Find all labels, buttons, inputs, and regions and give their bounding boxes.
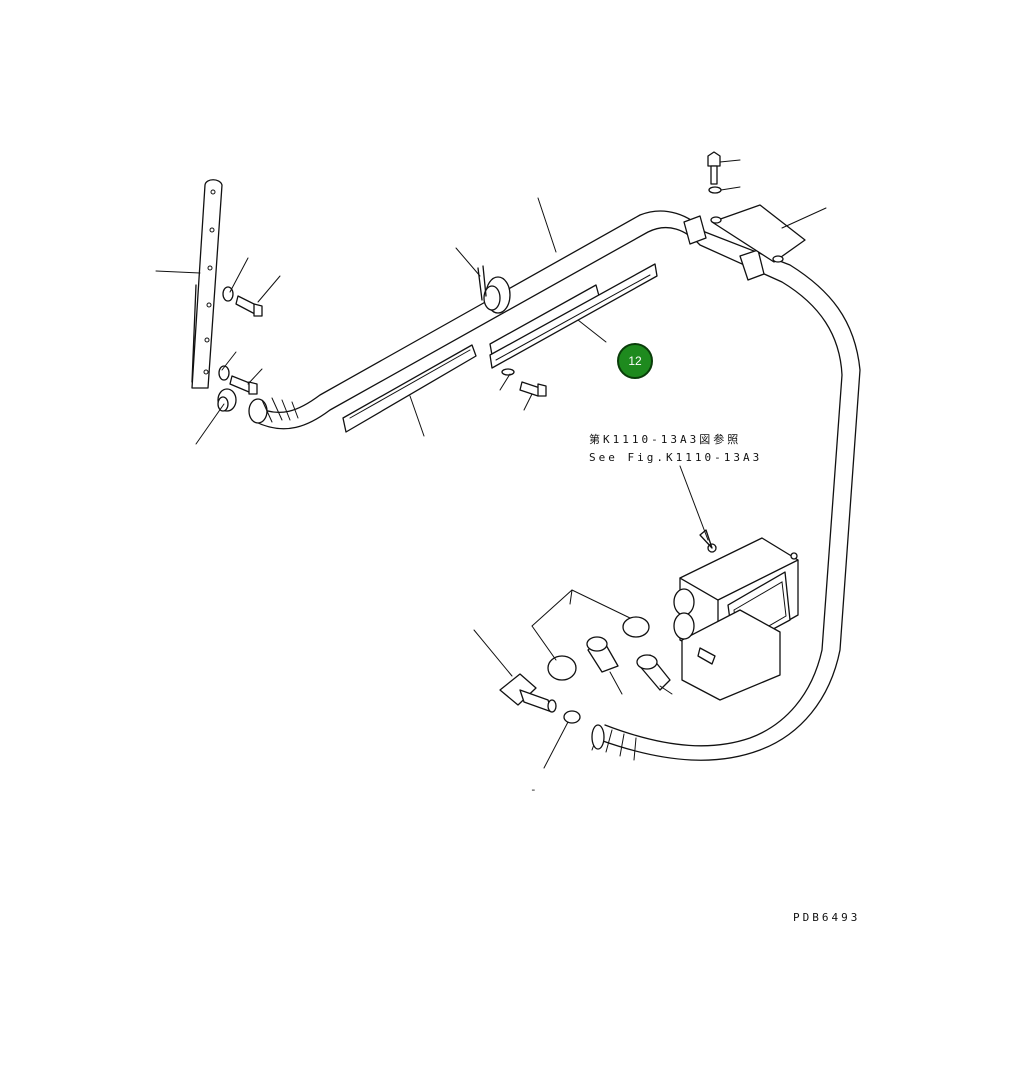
left-fasteners (217, 286, 263, 412)
leader-lines (155, 197, 827, 769)
protector-strips (342, 263, 658, 433)
reference-note-english: See Fig.K1110-13A3 (589, 451, 763, 464)
grommet (477, 265, 511, 314)
callout-badge[interactable]: 12 (617, 343, 653, 379)
drawing-code: PDB6493 (793, 911, 861, 924)
heater-unit (673, 537, 799, 701)
top-bolt (707, 151, 741, 194)
hose-clamps (683, 215, 765, 281)
arrow-head (699, 529, 713, 549)
reference-note-japanese: 第K1110-13A3図参照 (589, 433, 742, 446)
support-bar (191, 179, 223, 389)
heater-hose (248, 210, 861, 761)
bracket-plate (710, 204, 806, 263)
center-fasteners (501, 368, 547, 397)
connector-parts (499, 616, 671, 724)
dash-label: - (530, 783, 537, 796)
